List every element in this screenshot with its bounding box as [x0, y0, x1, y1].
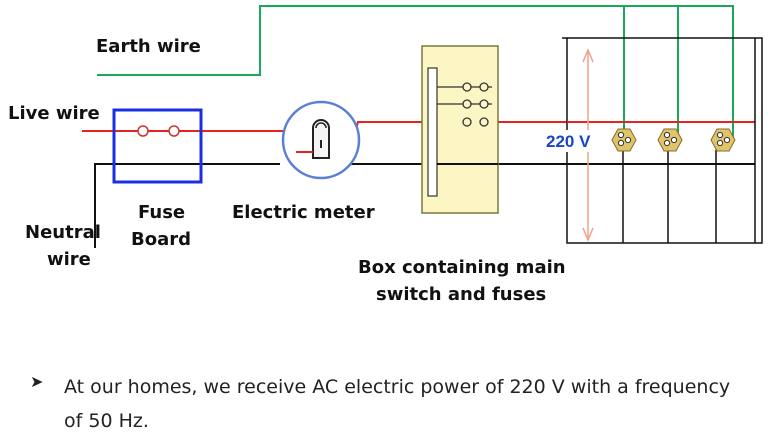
box-label-line2: switch and fuses: [376, 284, 547, 305]
switch-terminal: [462, 99, 472, 109]
voltage-arrow-head-down: [582, 227, 594, 242]
fuse-terminal-right: [168, 125, 180, 137]
meter-bulb-icon: [312, 119, 330, 159]
switch-terminal: [479, 117, 489, 127]
socket-outlet-3: [710, 128, 736, 152]
switch-terminal: [479, 82, 489, 92]
switch-bus-bar: [427, 67, 438, 197]
box-label-line1: Box containing main: [358, 257, 566, 278]
switch-terminal: [462, 117, 472, 127]
socket-outlet-2: [657, 128, 683, 152]
bullet-text: At our homes, we receive AC electric pow…: [64, 376, 731, 432]
household-wiring-diagram: [82, 5, 763, 248]
arrow-bullet-icon: ➤: [30, 372, 44, 391]
live-wire-label: Live wire: [8, 103, 100, 124]
switch-terminal: [479, 99, 489, 109]
voltage-label: 220 V: [546, 132, 591, 151]
electric-meter-label: Electric meter: [232, 202, 375, 223]
fuse-label: Fuse: [138, 202, 186, 223]
earth-wire-label: Earth wire: [96, 36, 201, 57]
switch-terminal: [462, 82, 472, 92]
board-label: Board: [131, 229, 191, 250]
neutral-wire-label: wire: [47, 249, 91, 270]
earth-wire: [97, 5, 734, 140]
neutral-label: Neutral: [25, 222, 101, 243]
voltage-arrow-head-up: [582, 48, 594, 63]
socket-outlet-1: [611, 128, 637, 152]
fuse-board: [112, 108, 203, 184]
fuse-terminal-left: [137, 125, 149, 137]
meter-dial: [315, 122, 327, 129]
